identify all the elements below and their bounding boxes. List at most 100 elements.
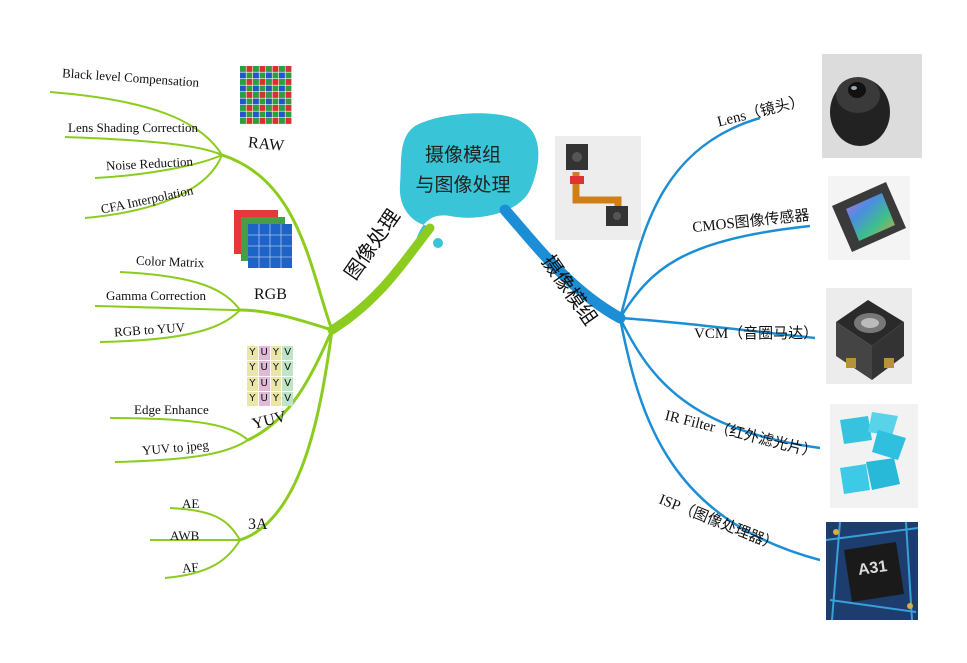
bayer-cell xyxy=(266,111,272,118)
bayer-cell xyxy=(253,66,259,72)
bayer-cell xyxy=(246,92,253,98)
center-topic: 摄像模组 与图像处理 xyxy=(398,140,528,200)
leaf-lens-shading: Lens Shading Correction xyxy=(68,120,198,135)
bayer-cell xyxy=(240,79,246,85)
bayer-cell xyxy=(266,72,272,79)
bayer-cell xyxy=(272,111,279,118)
bayer-cell xyxy=(259,66,266,72)
bayer-cell xyxy=(272,66,279,72)
yuv-cell: Y xyxy=(247,391,258,406)
bayer-cell xyxy=(253,98,259,105)
bayer-cell xyxy=(246,85,253,92)
bayer-cell xyxy=(259,118,266,124)
bayer-cell xyxy=(259,72,266,79)
bayer-cell xyxy=(272,72,279,79)
bayer-cell xyxy=(240,118,246,124)
bayer-cell xyxy=(253,92,259,98)
bayer-cell xyxy=(253,105,259,111)
yuv-cell: U xyxy=(258,376,270,391)
bayer-cell xyxy=(266,66,272,72)
bayer-cell xyxy=(246,118,253,124)
cmos-photo xyxy=(828,176,910,260)
yuv-cell: U xyxy=(258,361,270,376)
rgb-planes-icon xyxy=(234,210,292,268)
yuv-cell: Y xyxy=(247,361,258,376)
bayer-cell xyxy=(285,85,292,92)
bayer-cell xyxy=(266,98,272,105)
yuv-cell: Y xyxy=(247,376,258,391)
bayer-cell xyxy=(266,92,272,98)
bayer-cell xyxy=(279,66,285,72)
yuv-cell: V xyxy=(282,361,293,376)
center-line-2: 与图像处理 xyxy=(415,174,511,196)
yuv-cell: U xyxy=(258,346,270,361)
bayer-cell xyxy=(240,66,246,72)
bayer-cell xyxy=(285,105,292,111)
bayer-cell xyxy=(240,111,246,118)
bayer-cell xyxy=(272,98,279,105)
center-line-1: 摄像模组 xyxy=(424,144,501,166)
yuv-cell: Y xyxy=(270,376,282,391)
bayer-cell xyxy=(246,98,253,105)
leaf-color-matrix: Color Matrix xyxy=(135,252,205,271)
bayer-cell xyxy=(240,105,246,111)
bayer-cell xyxy=(279,105,285,111)
bayer-cell xyxy=(259,105,266,111)
bayer-cell xyxy=(253,72,259,79)
bayer-cell xyxy=(259,98,266,105)
bayer-cell xyxy=(279,85,285,92)
bayer-cell xyxy=(266,105,272,111)
yuv-cell: Y xyxy=(247,346,258,361)
bayer-cell xyxy=(279,111,285,118)
item-vcm: VCM（音圈马达） xyxy=(694,326,819,342)
bayer-cell xyxy=(272,79,279,85)
raw-bayer-icon xyxy=(240,66,292,126)
bayer-cell xyxy=(285,98,292,105)
bayer-cell xyxy=(246,79,253,85)
bayer-cell xyxy=(246,105,253,111)
bayer-cell xyxy=(266,85,272,92)
bayer-cell xyxy=(285,72,292,79)
yuv-cell: U xyxy=(258,391,270,406)
bayer-cell xyxy=(272,105,279,111)
bayer-cell xyxy=(279,118,285,124)
bayer-cell xyxy=(259,85,266,92)
group-raw: RAW xyxy=(247,134,285,155)
bayer-cell xyxy=(246,111,253,118)
yuv-cell: Y xyxy=(270,346,282,361)
bayer-cell xyxy=(279,92,285,98)
leaf-af: AF xyxy=(181,559,200,576)
yuv-cell: V xyxy=(282,376,293,391)
bayer-cell xyxy=(285,111,292,118)
bayer-cell xyxy=(253,118,259,124)
yuv-cell: Y xyxy=(270,391,282,406)
leaf-awb: AWB xyxy=(170,528,200,543)
bayer-cell xyxy=(272,85,279,92)
bayer-cell xyxy=(279,72,285,79)
bayer-cell xyxy=(253,79,259,85)
camera-module-photo xyxy=(555,136,641,240)
leaf-edge-enhance: Edge Enhance xyxy=(134,402,209,417)
bayer-cell xyxy=(266,118,272,124)
bayer-cell xyxy=(240,92,246,98)
leaf-ae: AE xyxy=(182,496,200,511)
yuv-cell: V xyxy=(282,391,293,406)
bayer-cell xyxy=(253,111,259,118)
bayer-cell xyxy=(285,79,292,85)
bayer-cell xyxy=(253,85,259,92)
lens-photo xyxy=(822,54,922,158)
bayer-cell xyxy=(272,92,279,98)
bayer-cell xyxy=(246,72,253,79)
leaf-gamma: Gamma Correction xyxy=(106,288,206,303)
bayer-cell xyxy=(240,98,246,105)
bayer-cell xyxy=(285,92,292,98)
yuv-cell: V xyxy=(282,346,293,361)
bayer-cell xyxy=(285,118,292,124)
bayer-cell xyxy=(285,66,292,72)
bayer-cell xyxy=(279,98,285,105)
bayer-cell xyxy=(259,111,266,118)
bayer-cell xyxy=(259,92,266,98)
